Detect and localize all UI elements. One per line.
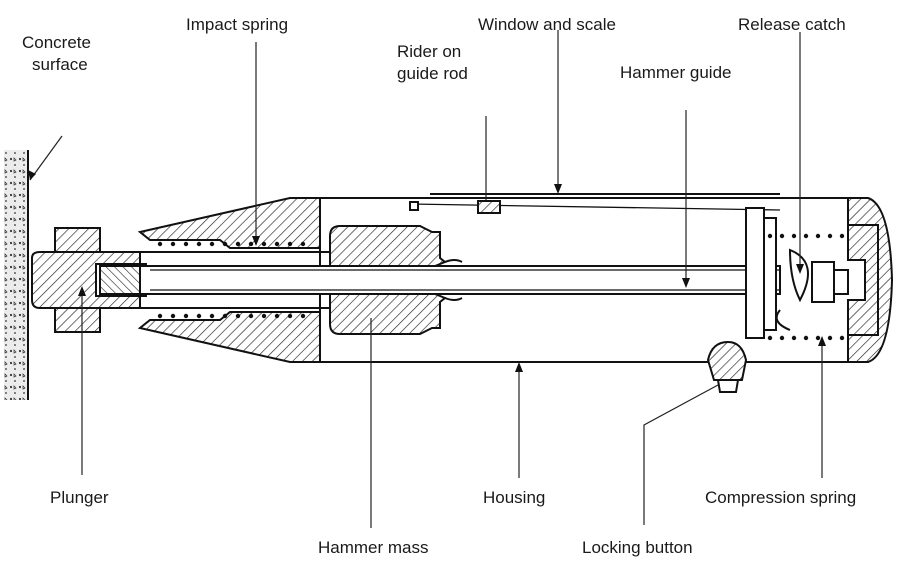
spring-coil-dot bbox=[248, 313, 254, 319]
spring-coil-dot bbox=[803, 233, 809, 239]
spring-coil-dot bbox=[222, 241, 228, 247]
spring-coil-dot bbox=[235, 313, 241, 319]
label-plunger: Plunger bbox=[50, 488, 109, 507]
label-window-and-scale: Window and scale bbox=[478, 15, 616, 34]
spring-coil-dot bbox=[222, 313, 228, 319]
spring-coil-dot bbox=[209, 313, 215, 319]
label-rider-on-guide-rod-line2: guide rod bbox=[397, 64, 468, 83]
label-release-catch: Release catch bbox=[738, 15, 846, 34]
spring-coil-dot bbox=[196, 313, 202, 319]
spring-coil-dot bbox=[183, 241, 189, 247]
spring-coil-dot bbox=[839, 335, 845, 341]
label-concrete-surface-line1: Concrete bbox=[22, 33, 91, 52]
spring-coil-dot bbox=[300, 241, 306, 247]
spring-coil-dot bbox=[209, 241, 215, 247]
spring-coil-dot bbox=[274, 313, 280, 319]
spring-coil-dot bbox=[196, 241, 202, 247]
rider-on-guide-rod bbox=[477, 200, 501, 214]
spring-coil-dot bbox=[815, 335, 821, 341]
spring-coil-dot bbox=[287, 241, 293, 247]
spring-coil-dot bbox=[779, 233, 785, 239]
spring-coil-dot bbox=[287, 313, 293, 319]
spring-coil-dot bbox=[170, 313, 176, 319]
plunger bbox=[31, 251, 147, 309]
label-hammer-mass: Hammer mass bbox=[318, 538, 429, 557]
release-catch-assembly bbox=[745, 207, 849, 339]
spring-coil-dot bbox=[779, 335, 785, 341]
impact-spring bbox=[157, 241, 306, 319]
spring-coil-dot bbox=[791, 233, 797, 239]
spring-coil-dot bbox=[261, 241, 267, 247]
label-impact-spring: Impact spring bbox=[186, 15, 288, 34]
spring-coil-dot bbox=[300, 313, 306, 319]
window-and-scale bbox=[409, 193, 781, 211]
compression-spring bbox=[767, 233, 845, 341]
label-concrete-surface-line2: surface bbox=[32, 55, 88, 74]
spring-coil-dot bbox=[274, 241, 280, 247]
spring-coil-dot bbox=[157, 313, 163, 319]
spring-coil-dot bbox=[235, 241, 241, 247]
spring-coil-dot bbox=[157, 241, 163, 247]
spring-coil-dot bbox=[261, 313, 267, 319]
housing-body bbox=[319, 197, 894, 363]
spring-coil-dot bbox=[815, 233, 821, 239]
locking-button bbox=[706, 340, 748, 393]
spring-coil-dot bbox=[170, 241, 176, 247]
spring-coil-dot bbox=[827, 335, 833, 341]
spring-coil-dot bbox=[839, 233, 845, 239]
label-housing: Housing bbox=[483, 488, 545, 507]
spring-coil-dot bbox=[248, 241, 254, 247]
label-rider-on-guide-rod-line1: Rider on bbox=[397, 42, 461, 61]
spring-coil-dot bbox=[183, 313, 189, 319]
label-hammer-guide: Hammer guide bbox=[620, 63, 732, 82]
label-locking-button: Locking button bbox=[582, 538, 693, 557]
spring-coil-dot bbox=[803, 335, 809, 341]
spring-coil-dot bbox=[767, 233, 773, 239]
concrete-surface-block bbox=[4, 150, 29, 400]
spring-coil-dot bbox=[827, 233, 833, 239]
leader-lines bbox=[28, 30, 826, 528]
hammer-guide-rod bbox=[139, 251, 781, 309]
spring-coil-dot bbox=[791, 335, 797, 341]
label-compression-spring: Compression spring bbox=[705, 488, 856, 507]
spring-coil-dot bbox=[767, 335, 773, 341]
hammer-mass bbox=[329, 225, 463, 335]
nose-cone bbox=[54, 197, 321, 363]
